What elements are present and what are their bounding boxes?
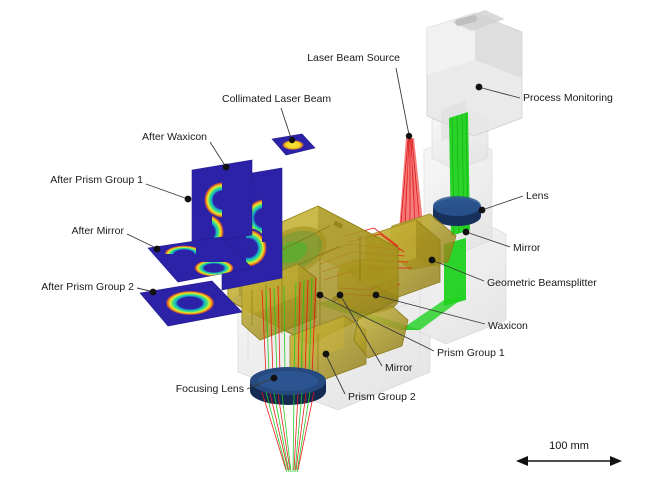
- label-lens: Lens: [526, 190, 549, 202]
- callout-dot: [149, 288, 157, 296]
- label-collimated-laser-beam: Collimated Laser Beam: [222, 93, 331, 105]
- monitoring-lens: [433, 196, 481, 226]
- label-waxicon: Waxicon: [488, 320, 528, 332]
- focusing-lens-optic: [250, 367, 326, 405]
- label-after-prism-group-1: After Prism Group 1: [50, 174, 143, 186]
- collimated-laser-beam-profile: [271, 133, 316, 156]
- callout-collimated-laser-beam: Collimated Laser Beam: [222, 93, 331, 144]
- callout-lens: Lens: [478, 190, 549, 214]
- callout-dot: [372, 291, 380, 299]
- scale-bar: 100 mm: [516, 440, 622, 466]
- callout-dot: [462, 228, 470, 236]
- callout-after-mirror: After Mirror: [72, 225, 161, 253]
- scale-arrow-left: [516, 456, 528, 466]
- label-geometric-beamsplitter: Geometric Beamsplitter: [487, 277, 597, 289]
- label-focusing-lens: Focusing Lens: [176, 383, 244, 395]
- callout-focusing-lens: Focusing Lens: [176, 374, 278, 395]
- lower-mirror-optic: [353, 305, 409, 359]
- label-after-waxicon: After Waxicon: [142, 131, 207, 143]
- label-mirror-lower: Mirror: [385, 362, 413, 374]
- label-prism-group-2: Prism Group 2: [348, 391, 416, 403]
- callout-after-prism-group-2: After Prism Group 2: [41, 281, 157, 296]
- callout-prism-group-2: Prism Group 2: [322, 350, 416, 403]
- callout-mirror-upper: Mirror: [462, 228, 541, 254]
- callout-after-waxicon: After Waxicon: [142, 131, 230, 171]
- callout-dot: [288, 136, 296, 144]
- callout-dot: [322, 350, 330, 358]
- callout-prism-group-1: Prism Group 1: [316, 291, 505, 359]
- callout-dot: [153, 245, 161, 253]
- callout-after-prism-group-1: After Prism Group 1: [50, 174, 192, 203]
- callout-dot: [478, 206, 486, 214]
- scale-bar-label: 100 mm: [549, 440, 589, 452]
- label-laser-beam-source: Laser Beam Source: [307, 52, 400, 64]
- after-prism-group-2-profile: [139, 280, 243, 327]
- callout-dot: [270, 374, 278, 382]
- callout-waxicon: Waxicon: [372, 291, 528, 332]
- output-focused-beam: [261, 391, 315, 473]
- internal-ray-bundle: [261, 277, 317, 377]
- callout-dot: [316, 291, 324, 299]
- label-after-mirror: After Mirror: [72, 225, 125, 237]
- callout-dot: [336, 291, 344, 299]
- callout-laser-beam-source: Laser Beam Source: [307, 52, 413, 140]
- label-prism-group-1: Prism Group 1: [437, 347, 505, 359]
- process-monitoring-unit: [426, 10, 523, 142]
- callout-dot: [428, 256, 436, 264]
- after-mirror-profile: [147, 236, 253, 283]
- callout-dot: [405, 132, 413, 140]
- label-process-monitoring: Process Monitoring: [523, 92, 613, 104]
- callout-process-monitoring: Process Monitoring: [475, 83, 613, 104]
- callout-geometric-beamsplitter: Geometric Beamsplitter: [428, 256, 597, 289]
- label-mirror-upper: Mirror: [513, 242, 541, 254]
- callout-dot: [184, 195, 192, 203]
- callout-dot: [475, 83, 483, 91]
- scale-arrow-right: [610, 456, 622, 466]
- label-after-prism-group-2: After Prism Group 2: [41, 281, 134, 293]
- callout-dot: [222, 163, 230, 171]
